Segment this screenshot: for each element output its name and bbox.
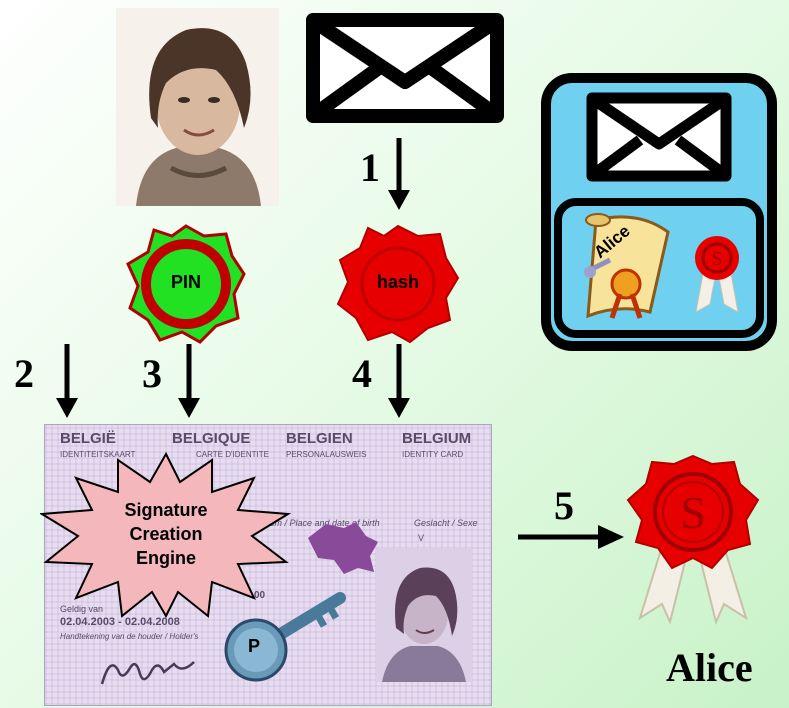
step-5-label: 5 [554, 483, 574, 528]
pin-label: PIN [170, 272, 201, 292]
private-key-label: P [248, 636, 261, 656]
card-birth-field: atum / Place and date of birth [262, 518, 380, 528]
step-2-arrow [56, 344, 78, 418]
engine-line-1: Signature [124, 500, 208, 520]
card-holder-photo [376, 548, 472, 682]
card-subtitle-right2: IDENTITY CARD [402, 450, 464, 459]
portrait-photo [116, 8, 279, 206]
step-4-arrow [388, 344, 410, 418]
signer-name: Alice [666, 645, 753, 690]
message-envelope-icon [306, 13, 504, 123]
signature-creation-engine-label: Signature Creation Engine [96, 498, 236, 570]
card-valid-label: Geldig van [60, 604, 104, 614]
card-country-be-en: BELGIUM [402, 430, 472, 447]
card-country-be-de: BELGIEN [286, 430, 353, 447]
hash-label: hash [376, 272, 419, 292]
card-subtitle-mid: CARTE D'IDENTITE [196, 450, 269, 459]
certificate-scroll-icon [584, 213, 670, 319]
engine-line-2: Creation [129, 524, 203, 544]
svg-text:S: S [711, 248, 722, 270]
card-country-be-nl: BELGIË [60, 430, 116, 447]
card-subtitle-right1: PERSONALAUSWEIS [286, 450, 367, 459]
card-subtitle-left: IDENTITEITSKAART [60, 450, 136, 459]
card-sex-field: Geslacht / Sexe [414, 518, 478, 528]
small-seal-icon: S [695, 236, 739, 313]
card-valid-dates: 02.04.2003 - 02.04.2008 [60, 616, 180, 628]
private-key-icon [224, 592, 346, 682]
signature-creation-engine-shape [40, 452, 292, 618]
card-number-fragment: 00 [254, 590, 266, 601]
signature-seal-icon [626, 454, 760, 626]
step-1-arrow [388, 138, 410, 210]
belgium-map-icon [308, 522, 378, 574]
pin-seal-icon [126, 224, 246, 344]
card-holder-label: Handtekening van de houder / Holder's [60, 632, 199, 641]
step-5-arrow [518, 525, 624, 549]
step-3-label: 3 [142, 351, 162, 396]
step-3-arrow [178, 344, 200, 418]
step-1-label: 1 [360, 145, 380, 190]
hash-seal-icon [336, 224, 460, 344]
signature-scribble [100, 661, 195, 685]
step-2-label: 2 [14, 351, 34, 396]
engine-line-3: Engine [135, 548, 196, 568]
seal-letter: S [680, 487, 706, 538]
card-country-be-fr: BELGIQUE [172, 430, 251, 447]
card-sex-value: V [418, 533, 425, 543]
step-4-label: 4 [352, 351, 372, 396]
